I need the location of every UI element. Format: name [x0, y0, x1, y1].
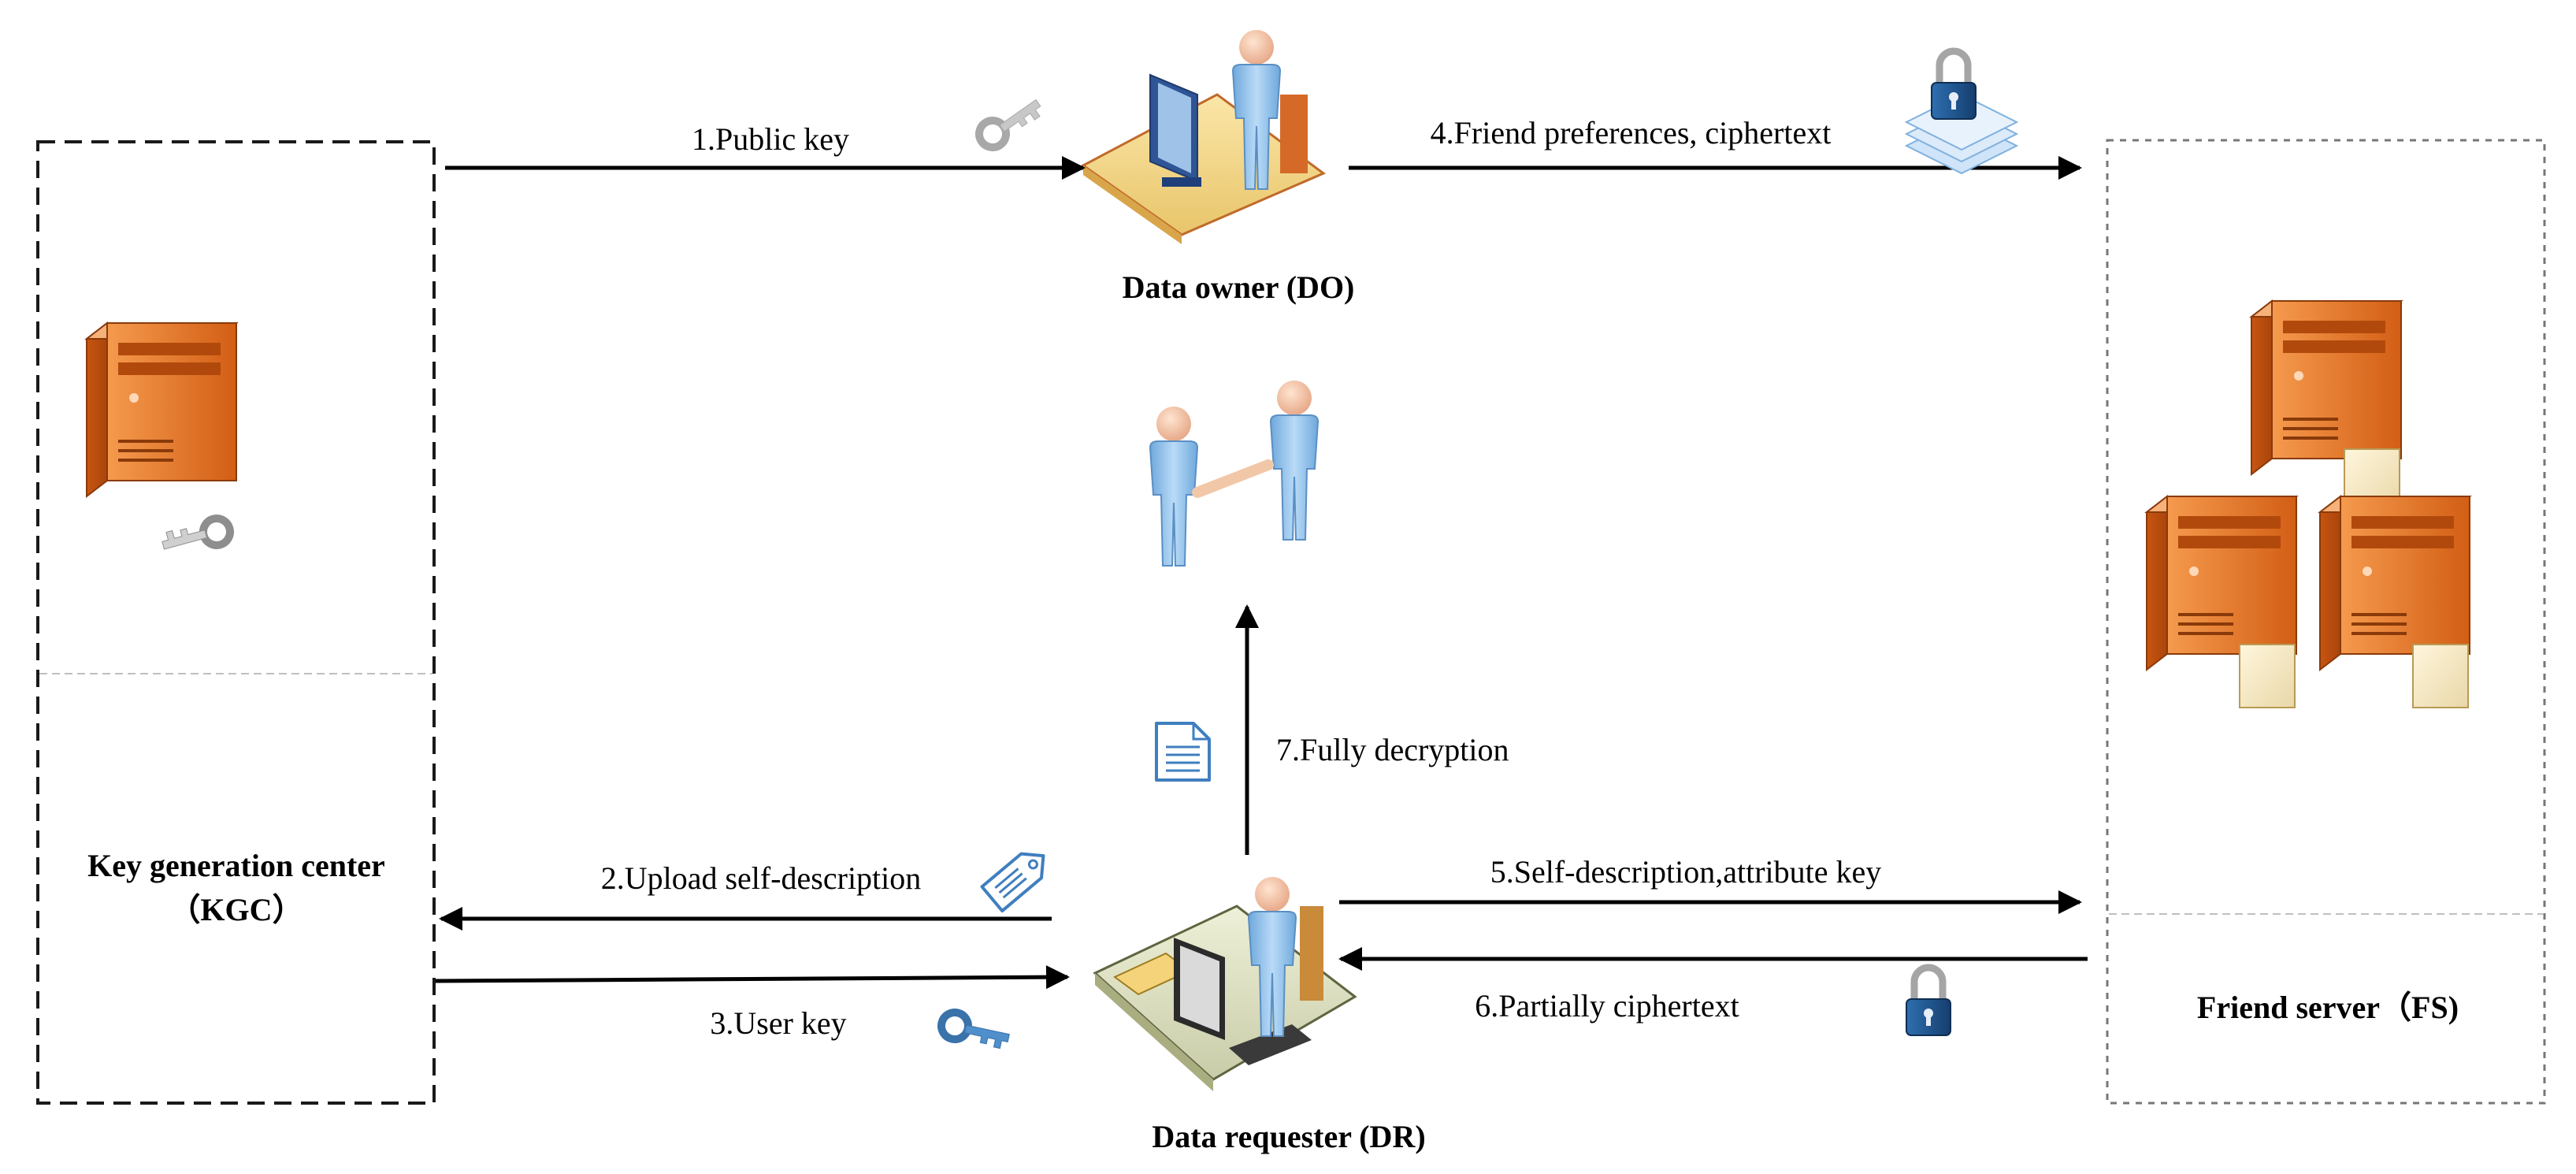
server-cluster-icon [2145, 299, 2471, 708]
kgc-box [36, 140, 436, 1105]
kgc-server-icon [85, 321, 238, 498]
handshake-icon [1149, 380, 1319, 567]
fs-box [2106, 139, 2546, 1105]
user-key-icon [939, 1010, 1011, 1050]
step-5-label: 5.Self-description,attribute key [1490, 854, 1882, 890]
ciphertext-padlock-icon [1904, 51, 2019, 175]
partial-ciphertext-padlock-icon [1906, 968, 1951, 1035]
step-7-label: 7.Fully decryption [1276, 732, 1509, 767]
document-icon [1155, 722, 1211, 782]
step-3-label: 3.User key [710, 1005, 846, 1041]
kgc-title: Key generation center [87, 848, 385, 883]
dr-title: Data requester (DR) [1152, 1119, 1425, 1154]
fs-title: Friend server（FS) [2197, 990, 2459, 1025]
step-4-label: 4.Friend preferences, ciphertext [1431, 115, 1832, 150]
arrow-step-3 [435, 965, 1070, 990]
public-key-icon [974, 91, 1045, 153]
step-1-label: 1.Public key [692, 121, 849, 157]
do-title: Data owner (DO) [1123, 269, 1355, 305]
data-owner-person-at-desk-icon [1081, 29, 1326, 244]
step-6-label: 6.Partially ciphertext [1475, 988, 1739, 1024]
self-description-tag-icon [980, 852, 1045, 913]
kgc-key-icon [160, 515, 233, 559]
kgc-abbrev: （KGC） [169, 892, 303, 927]
step-2-label: 2.Upload self-description [601, 860, 922, 896]
data-requester-person-at-desk-icon [1093, 876, 1357, 1091]
